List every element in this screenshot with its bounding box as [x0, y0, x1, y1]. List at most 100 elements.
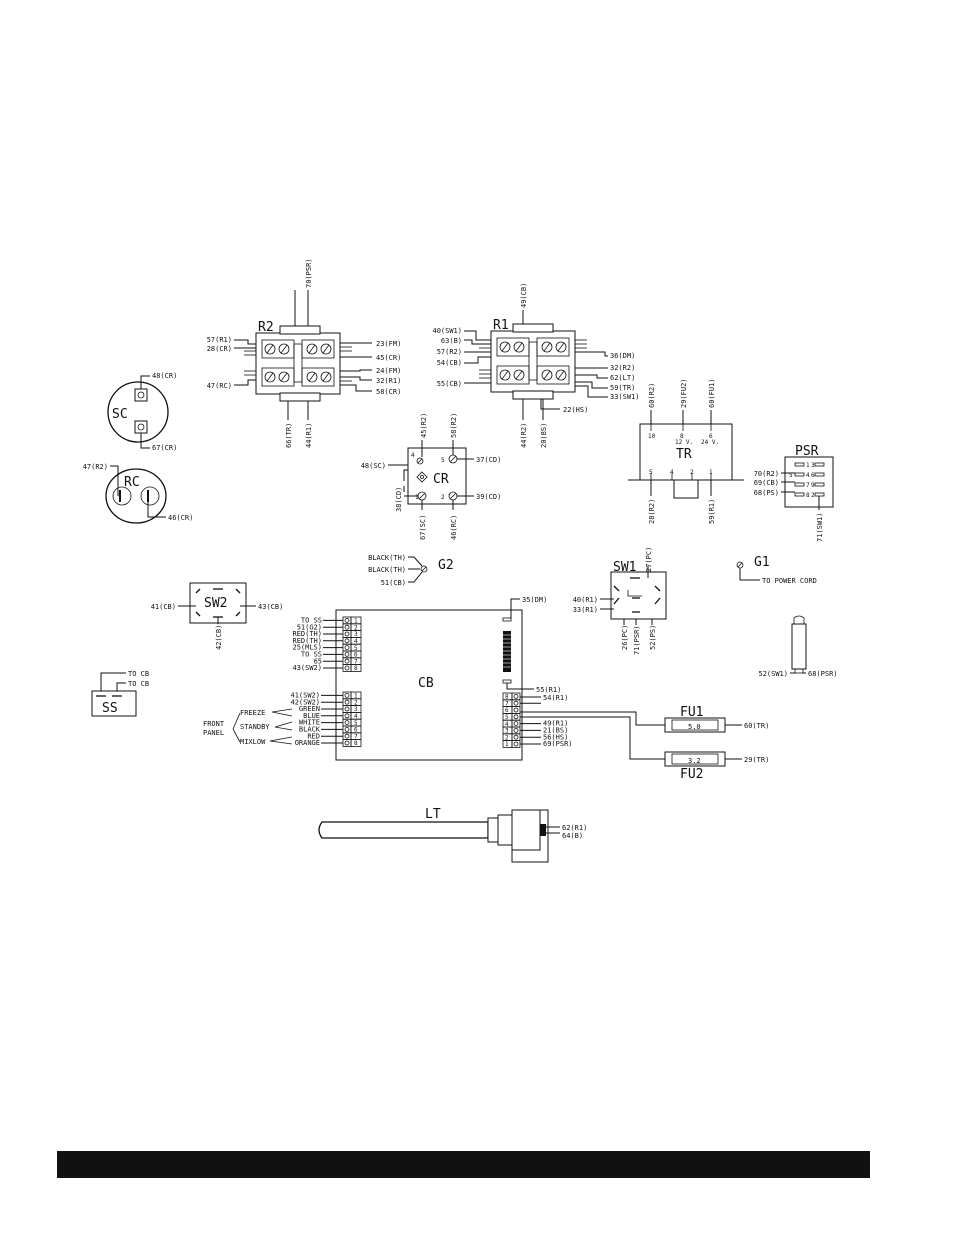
ss-label: TO CB	[128, 670, 149, 678]
cb-label: RED(TH)	[292, 637, 322, 645]
tr-pin: 1	[709, 469, 713, 476]
cr-pin: 5	[441, 457, 445, 464]
cr-pin: 4	[411, 452, 415, 459]
g2-label: BLACK(TH)	[368, 554, 406, 562]
r1-left-label: 63(B)	[441, 337, 462, 345]
cb-screw	[344, 693, 350, 698]
r1-title: R1	[493, 318, 509, 333]
cb-mode: STANDBY	[240, 723, 270, 731]
r1-left-label: 57(R2)	[437, 348, 462, 356]
r1-left-label: 54(CB)	[437, 359, 462, 367]
relay-r1: R1 40(SW1)	[432, 283, 639, 448]
g1-label: TO POWER CORD	[762, 577, 817, 585]
cr-label: 58(R2)	[450, 413, 458, 438]
r2-bottom-label: 44(R1)	[305, 423, 313, 448]
run-capacitor-rc: RC 47(R2) 46(CR)	[83, 463, 193, 524]
r2-top-label: 70(PSR)	[305, 258, 313, 288]
tr-bottom-label: 28(R2)	[648, 499, 656, 524]
fu2-label: 29(TR)	[744, 756, 769, 764]
r1-right-label: 32(R2)	[610, 364, 635, 372]
sc-title: SC	[112, 407, 128, 422]
tr-bottom-label: 59(R1)	[708, 499, 716, 524]
switch-sw1: SW1 27(PC) 40(R1) 33(R1) 26(PC) 71(PSR) …	[573, 547, 667, 655]
cb-label: 35(DM)	[522, 596, 547, 604]
cb-screw	[513, 714, 519, 720]
cb-label: 56(HS)	[543, 733, 568, 741]
cb-mode: MIXLOW	[240, 738, 266, 746]
tr-pin: 12 V.	[675, 439, 693, 446]
cb-screw	[344, 618, 350, 623]
r1-right-label: 62(LT)	[610, 374, 635, 382]
cb-label: 42(SW2)	[290, 698, 320, 706]
cb-screw	[344, 727, 350, 732]
cb-label: 54(R1)	[543, 694, 568, 702]
r1-top-label: 49(CB)	[520, 283, 528, 308]
r2-left-label: 28(CR)	[207, 345, 232, 353]
sw2-label: 41(CB)	[151, 603, 176, 611]
ground-g1: G1 TO POWER CORD	[736, 555, 817, 585]
cb-pin: 2	[354, 699, 358, 706]
cb-pin: 1	[505, 741, 509, 748]
g1-title: G1	[754, 555, 770, 570]
fu1-label: 60(TR)	[744, 722, 769, 730]
cb-pin: 1	[354, 693, 358, 700]
cr-pin: 1	[415, 494, 419, 501]
cb-pin: 8	[354, 740, 358, 747]
sw1-title: SW1	[613, 560, 636, 575]
cb-pin: 1	[354, 618, 358, 625]
psr-title: PSR	[795, 444, 819, 459]
switch-ss: SS TO CB TO CB	[91, 670, 149, 717]
cb-screw	[513, 707, 519, 713]
lamp-lt: LT 62(R1) 64(B)	[318, 807, 587, 863]
cb-screw	[344, 699, 350, 705]
cb-screw	[513, 741, 519, 747]
cb-pin: 7	[354, 658, 358, 665]
cb-label: ORANGE	[295, 739, 320, 747]
cb-title: CB	[418, 676, 434, 691]
footer-bar	[57, 1151, 870, 1178]
cb-screw	[344, 733, 350, 739]
tr-title: TR	[676, 447, 692, 462]
rc-label: 47(R2)	[83, 463, 108, 471]
r2-right-label: 23(FM)	[376, 340, 401, 348]
ground-g2: G2 BLACK(TH) BLACK(TH) 51(CB)	[368, 554, 454, 587]
cb-pin: 6	[354, 727, 358, 734]
cb-label: 55(R1)	[536, 686, 561, 694]
psr-pin: 1	[806, 462, 810, 469]
cb-label: 43(SW2)	[292, 664, 322, 672]
psr-pin: 8	[806, 492, 810, 499]
cb-label: 65	[314, 657, 322, 665]
cb-pin: 6	[505, 707, 509, 714]
cb-label: 41(SW2)	[290, 692, 320, 700]
cb-pin: 7	[354, 733, 358, 740]
pressure-switch-ps: 52(SW1) 68(PSR)	[758, 615, 838, 678]
tr-top-label: 60(R2)	[648, 383, 656, 408]
psr-pin: 3	[811, 462, 815, 469]
tr-pin: 2	[690, 469, 694, 476]
r1-bottom-label: 20(BS)	[540, 423, 548, 448]
r2-left-label: 57(R1)	[207, 336, 232, 344]
sc-label: 48(CR)	[152, 372, 177, 380]
g2-label: BLACK(TH)	[368, 566, 406, 574]
cb-pin: 3	[505, 728, 509, 735]
r1-bottom-label: 44(R2)	[520, 423, 528, 448]
cr-pin: 2	[441, 494, 445, 501]
rc-label: 46(CR)	[168, 514, 193, 522]
g2-title: G2	[438, 558, 454, 573]
cb-label: TO SS	[301, 617, 322, 625]
fu1-title: FU1	[680, 705, 703, 720]
psr-pin: 7	[806, 482, 810, 489]
psr-label: 71(SW1)	[816, 512, 824, 542]
sw1-label: 52(PS)	[649, 625, 657, 650]
cb-pin: 2	[354, 624, 358, 631]
r2-right-label: 45(CR)	[376, 354, 401, 362]
r1-right-label: 36(DM)	[610, 352, 635, 360]
cb-pin: 5	[505, 714, 509, 721]
psr-pin: 4	[806, 472, 810, 479]
sw1-label: 27(PC)	[645, 547, 653, 572]
cb-pin: 8	[354, 665, 358, 672]
cr-label: 46(RC)	[450, 515, 458, 540]
ss-label: TO CB	[128, 680, 149, 688]
cb-screw	[344, 652, 350, 657]
